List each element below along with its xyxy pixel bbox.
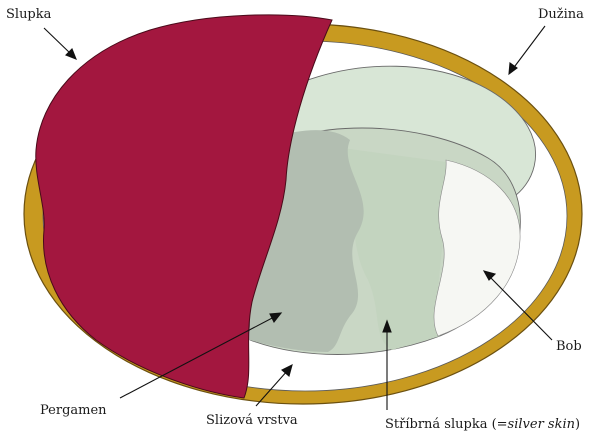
- pergamen-arrowhead: [269, 312, 283, 324]
- bob-leader-line: [487, 274, 553, 341]
- stribrna-label-suffix: ): [575, 417, 581, 432]
- stribrna-label-prefix: Stříbrná slupka (=: [385, 417, 508, 432]
- slizova-vrstva-label: Slizová vrstva: [206, 413, 298, 428]
- pergamen-label: Pergamen: [40, 403, 107, 418]
- stribrna-label-italic: silver skin: [507, 417, 575, 432]
- duzina-leader-line: [511, 25, 546, 71]
- slizova-arrowhead: [281, 363, 293, 377]
- slupka-arrowhead: [65, 48, 77, 60]
- duzina-arrowhead: [508, 61, 518, 76]
- stribrna-arrowhead: [382, 319, 392, 333]
- slizova-leader-line: [255, 369, 289, 407]
- bob-label: Bob: [556, 339, 582, 354]
- stribrna-slupka-band: [342, 148, 447, 350]
- pergamen-leader-line: [119, 315, 277, 399]
- slupka-label: Slupka: [6, 7, 52, 22]
- stribrna-slupka-label: Stříbrná slupka (=silver skin): [385, 418, 580, 431]
- leader-lines: [43, 25, 553, 410]
- slupka-skin: [35, 14, 333, 399]
- bob-arrowhead: [482, 270, 497, 281]
- duzina-label: Dužina: [538, 7, 584, 22]
- slupka-leader-line: [43, 27, 73, 56]
- bob-bean-core: [433, 159, 521, 337]
